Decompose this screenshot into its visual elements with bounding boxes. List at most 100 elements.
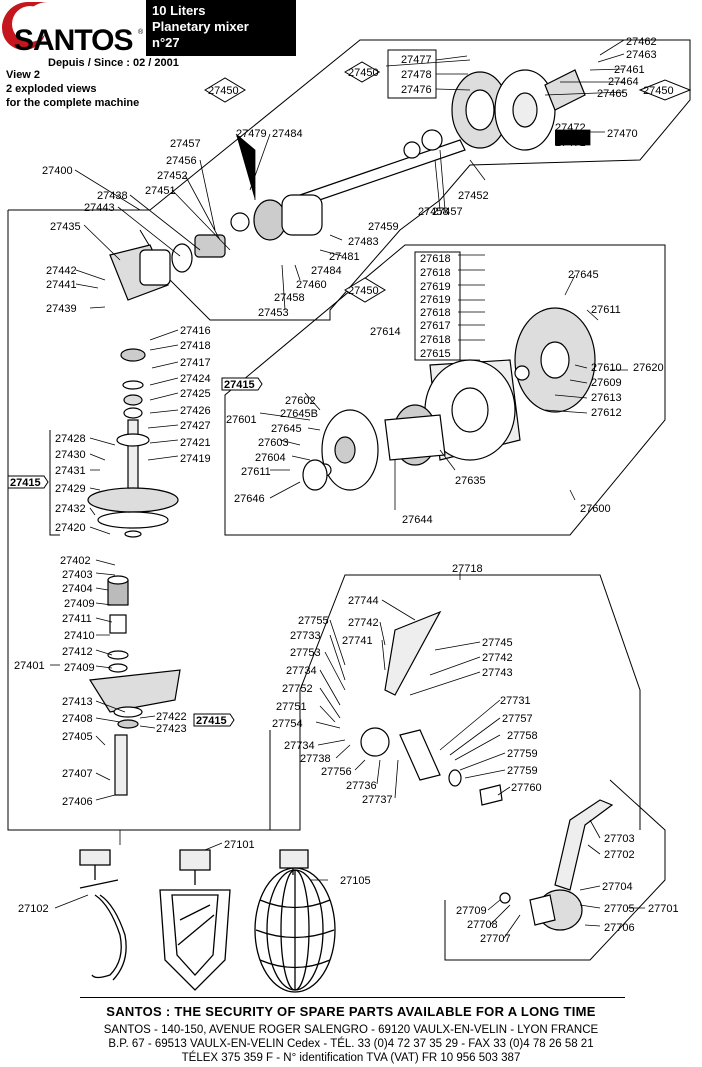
part-27421: 27421 (180, 437, 211, 449)
part-27718: 27718 (452, 563, 483, 575)
part-27479: 27479 (236, 128, 267, 140)
footer-tagline: SANTOS : THE SECURITY OF SPARE PARTS AVA… (106, 1004, 596, 1019)
part-27406: 27406 (62, 796, 93, 808)
part-27752: 27752 (282, 683, 313, 695)
title-product: Planetary mixer (152, 19, 249, 34)
part-27604: 27604 (255, 452, 286, 464)
part-27759: 27759 (507, 765, 538, 777)
part-27620: 27620 (633, 362, 664, 374)
part-27402: 27402 (60, 555, 91, 567)
part-27751: 27751 (276, 701, 307, 713)
callout-box-27450-mid (344, 277, 386, 303)
title-model-number: n°27 (152, 35, 180, 50)
part-27613: 27613 (591, 392, 622, 404)
part-27736: 27736 (346, 780, 377, 792)
part-27635: 27635 (455, 475, 486, 487)
part-27431: 27431 (55, 465, 86, 477)
part-27450: 27450 (348, 285, 379, 297)
part-27460: 27460 (296, 279, 327, 291)
part-27424: 27424 (180, 373, 211, 385)
logo-text: SANTOS (14, 24, 132, 56)
part-27417: 27417 (180, 357, 211, 369)
part-27759: 27759 (507, 748, 538, 760)
callout-box-27415-b (7, 475, 49, 489)
part-27745: 27745 (482, 637, 513, 649)
part-27450: 27450 (643, 85, 674, 97)
part-27423: 27423 (156, 723, 187, 735)
since-date: Depuis / Since : 02 / 2001 (48, 57, 179, 69)
part-27646: 27646 (234, 493, 265, 505)
part-27478: 27478 (401, 69, 432, 81)
exploded-view-diagram: 27450 27450 27450 27450 27477 27478 2747… (7, 36, 692, 993)
view-label: View 2 (6, 69, 41, 81)
part-27105: 27105 (340, 875, 371, 887)
part-27742: 27742 (348, 617, 379, 629)
footer-address-line-3: TÉLEX 375 359 F - N° identification TVA … (181, 1052, 521, 1064)
part-27452: 27452 (157, 170, 188, 182)
part-27753: 27753 (290, 647, 321, 659)
part-27760: 27760 (511, 782, 542, 794)
footer-divider (80, 997, 625, 998)
part-27409: 27409 (64, 662, 95, 674)
part-27484: 27484 (272, 128, 303, 140)
footer-address-line-1: SANTOS - 140-150, AVENUE ROGER SALENGRO … (103, 1024, 599, 1036)
part-27702: 27702 (604, 849, 635, 861)
part-27422: 27422 (156, 711, 187, 723)
footer: SANTOS : THE SECURITY OF SPARE PARTS AVA… (0, 1004, 702, 1065)
part-27618: 27618 (420, 267, 451, 279)
part-27617: 27617 (420, 320, 451, 332)
part-27742: 27742 (482, 652, 513, 664)
part-27618: 27618 (420, 253, 451, 265)
part-27734: 27734 (284, 740, 315, 752)
part-27610: 27610 (591, 362, 622, 374)
header-title-block: 10 Liters Planetary mixer n°27 (146, 0, 296, 56)
part-27645B: 27645B (280, 408, 318, 420)
part-27477: 27477 (401, 54, 432, 66)
part-27754: 27754 (272, 718, 303, 730)
part-27442: 27442 (46, 265, 77, 277)
part-27453: 27453 (258, 307, 289, 319)
callout-box-27415-a (221, 377, 263, 391)
part-27708: 27708 (467, 919, 498, 931)
part-27415: 27415 (10, 477, 41, 489)
part-27645: 27645 (568, 269, 599, 281)
part-27603: 27603 (258, 437, 289, 449)
part-27611: 27611 (591, 304, 621, 316)
part-27102: 27102 (18, 903, 49, 915)
part-27404: 27404 (62, 583, 93, 595)
part-27429: 27429 (55, 483, 86, 495)
part-27705: 27705 (604, 903, 635, 915)
part-27619: 27619 (420, 294, 451, 306)
part-27483: 27483 (348, 236, 379, 248)
footer-address-line-2: B.P. 67 - 69513 VAULX-EN-VELIN Cedex - T… (108, 1038, 594, 1050)
part-27462: 27462 (626, 36, 657, 48)
view-description-1: 2 exploded views (6, 83, 97, 95)
part-27451: 27451 (145, 185, 176, 197)
title-capacity: 10 Liters (152, 3, 206, 18)
santos-logo-mark: SANTOS ® (2, 2, 144, 57)
part-27703: 27703 (604, 833, 635, 845)
part-27439: 27439 (46, 303, 77, 315)
callout-box-27450-left (204, 77, 246, 103)
part-27618: 27618 (420, 334, 451, 346)
part-27601: 27601 (226, 414, 257, 426)
part-27600: 27600 (580, 503, 611, 515)
part-27425: 27425 (180, 388, 211, 400)
part-27737: 27737 (362, 794, 393, 806)
part-27734: 27734 (286, 665, 317, 677)
part-27704: 27704 (602, 881, 633, 893)
part-27411: 27411 (62, 613, 92, 625)
part-27611: 27611 (241, 466, 271, 478)
part-27463: 27463 (626, 49, 657, 61)
part-27427: 27427 (180, 420, 211, 432)
part-27416: 27416 (180, 325, 211, 337)
part-27733: 27733 (290, 630, 321, 642)
part-27614: 27614 (370, 326, 401, 338)
part-27758: 27758 (507, 730, 538, 742)
part-27458: 27458 (274, 292, 305, 304)
callout-box-27450-top (344, 61, 380, 83)
part-27432: 27432 (55, 503, 86, 515)
part-27456: 27456 (166, 155, 197, 167)
part-27407: 27407 (62, 768, 93, 780)
view-description-2: for the complete machine (6, 97, 140, 109)
